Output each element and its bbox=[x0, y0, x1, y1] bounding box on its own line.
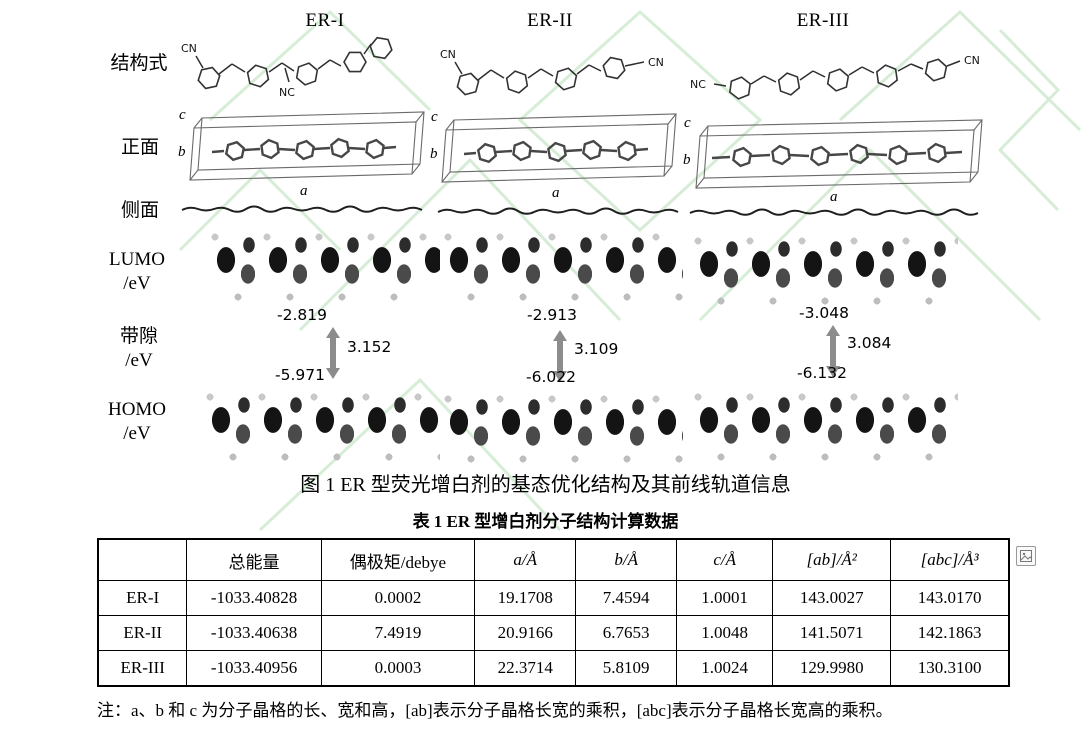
row-header: ER-I bbox=[97, 580, 188, 616]
cell-abc: 143.0170 bbox=[890, 580, 1010, 616]
axis-c-label: c bbox=[684, 115, 691, 131]
axis-c-label: c bbox=[431, 109, 438, 125]
cell-total-energy: -1033.40828 bbox=[186, 580, 322, 616]
gap-value-er2: 3.109 bbox=[574, 340, 619, 358]
homo-orbitals-er3 bbox=[688, 388, 958, 466]
cell-dipole: 0.0003 bbox=[320, 650, 476, 687]
cell-dipole: 7.4919 bbox=[320, 615, 476, 651]
table-footnote: 注：a、b 和 c 为分子晶格的长、宽和高，[ab]表示分子晶格长宽的乘积，[a… bbox=[97, 701, 893, 720]
table-header-total-energy: 总能量 bbox=[186, 538, 322, 581]
nc-label: NC bbox=[690, 78, 706, 91]
homo-orbitals-er2 bbox=[438, 390, 683, 468]
cell-total-energy: -1033.40956 bbox=[186, 650, 322, 687]
structure-formula-er2: CN CN bbox=[440, 48, 664, 98]
table-row-er3: ER-III -1033.40956 0.0003 22.3714 5.8109… bbox=[97, 650, 1010, 687]
cell-ab: 129.9980 bbox=[772, 650, 892, 687]
lumo-energy-er2: -2.913 bbox=[527, 306, 577, 324]
structure-formula-er3: NC CN bbox=[690, 54, 980, 102]
axis-b-label: b bbox=[178, 144, 186, 160]
table-row-er1: ER-I -1033.40828 0.0002 19.1708 7.4594 1… bbox=[97, 580, 1010, 616]
cell-b: 7.4594 bbox=[575, 580, 678, 616]
table-header-dipole: 偶极矩/debye bbox=[320, 538, 476, 581]
column-title-er1: ER-I bbox=[305, 10, 345, 31]
figure-caption: 图 1 ER 型荧光增白剂的基态优化结构及其前线轨道信息 bbox=[300, 474, 791, 496]
gap-arrow-er2 bbox=[553, 330, 567, 382]
gap-arrow-er3 bbox=[826, 325, 840, 377]
lumo-orbitals-er2 bbox=[438, 228, 683, 306]
row-header: ER-II bbox=[97, 615, 188, 651]
row-label-structure: 结构式 bbox=[110, 53, 168, 74]
gap-value-er3: 3.084 bbox=[847, 334, 892, 352]
cell-c: 1.0024 bbox=[676, 650, 774, 687]
image-glyph bbox=[1020, 550, 1032, 562]
cell-b: 6.7653 bbox=[575, 615, 678, 651]
cell-total-energy: -1033.40638 bbox=[186, 615, 322, 651]
molecule-front-er2 bbox=[463, 138, 649, 165]
table-header-empty bbox=[97, 538, 188, 581]
cell-ab: 141.5071 bbox=[772, 615, 892, 651]
crystal-cell-er3: c b a bbox=[683, 115, 983, 204]
row-label-homo: HOMO /eV bbox=[107, 399, 167, 444]
cell-abc: 130.3100 bbox=[890, 650, 1010, 687]
data-table: 总能量 偶极矩/debye a/Å b/Å c/Å [ab]/Å² [abc]/… bbox=[97, 538, 1010, 687]
lumo-energy-er1: -2.819 bbox=[277, 306, 327, 324]
cn-label: CN bbox=[648, 56, 664, 69]
gap-value-er1: 3.152 bbox=[347, 338, 392, 356]
cell-a: 20.9166 bbox=[474, 615, 577, 651]
column-title-er2: ER-II bbox=[527, 10, 573, 31]
homo-energy-er3: -6.132 bbox=[797, 364, 847, 382]
lumo-orbitals-er3 bbox=[688, 232, 958, 310]
cell-b: 5.8109 bbox=[575, 650, 678, 687]
molecule-front-er3 bbox=[711, 141, 963, 169]
axis-a-label: a bbox=[300, 183, 308, 198]
cell-dipole: 0.0002 bbox=[320, 580, 476, 616]
axis-b-label: b bbox=[683, 152, 691, 168]
cell-a: 19.1708 bbox=[474, 580, 577, 616]
homo-energy-er1: -5.971 bbox=[275, 366, 325, 384]
gap-arrow-er1 bbox=[326, 327, 340, 379]
side-view-er1 bbox=[181, 205, 423, 213]
homo-orbitals-er1 bbox=[200, 388, 440, 466]
cell-c: 1.0048 bbox=[676, 615, 774, 651]
structure-formula-er1: CN NC bbox=[181, 34, 395, 99]
axis-b-label: b bbox=[430, 146, 438, 162]
crystal-cell-er2: c b a bbox=[430, 109, 677, 200]
row-label-front: 正面 bbox=[120, 137, 159, 158]
axis-a-label: a bbox=[830, 189, 838, 204]
side-view-er2 bbox=[437, 207, 679, 215]
table-header-ab: [ab]/Å² bbox=[772, 538, 892, 581]
table-header-c: c/Å bbox=[676, 538, 774, 581]
table-header-row: 总能量 偶极矩/debye a/Å b/Å c/Å [ab]/Å² [abc]/… bbox=[97, 538, 1010, 581]
cn-label: CN bbox=[181, 42, 197, 55]
row-header: ER-III bbox=[97, 650, 188, 687]
table-title: 表 1 ER 型增白剂分子结构计算数据 bbox=[412, 512, 679, 531]
table-row-er2: ER-II -1033.40638 7.4919 20.9166 6.7653 … bbox=[97, 615, 1010, 651]
molecule-front-er1 bbox=[211, 136, 397, 163]
lumo-energy-er3: -3.048 bbox=[799, 304, 849, 322]
row-label-side: 侧面 bbox=[120, 200, 159, 221]
homo-energy-er2: -6.022 bbox=[526, 368, 576, 386]
row-label-gap: 带隙 /eV bbox=[119, 326, 158, 371]
cell-ab: 143.0027 bbox=[772, 580, 892, 616]
table-header-a: a/Å bbox=[474, 538, 577, 581]
cn-label: CN bbox=[440, 48, 456, 61]
row-label-lumo: LUMO /eV bbox=[109, 249, 165, 294]
copy-image-icon[interactable] bbox=[1016, 546, 1036, 566]
table-header-b: b/Å bbox=[575, 538, 678, 581]
column-title-er3: ER-III bbox=[796, 10, 850, 31]
nc-label: NC bbox=[279, 86, 295, 99]
cn-label: CN bbox=[964, 54, 980, 67]
axis-a-label: a bbox=[552, 185, 560, 200]
table-header-abc: [abc]/Å³ bbox=[890, 538, 1010, 581]
cell-a: 22.3714 bbox=[474, 650, 577, 687]
axis-c-label: c bbox=[179, 107, 186, 123]
side-view-er3 bbox=[689, 208, 979, 216]
cell-c: 1.0001 bbox=[676, 580, 774, 616]
crystal-cell-er1: c b a bbox=[178, 107, 425, 198]
cell-abc: 142.1863 bbox=[890, 615, 1010, 651]
lumo-orbitals-er1 bbox=[205, 228, 440, 306]
